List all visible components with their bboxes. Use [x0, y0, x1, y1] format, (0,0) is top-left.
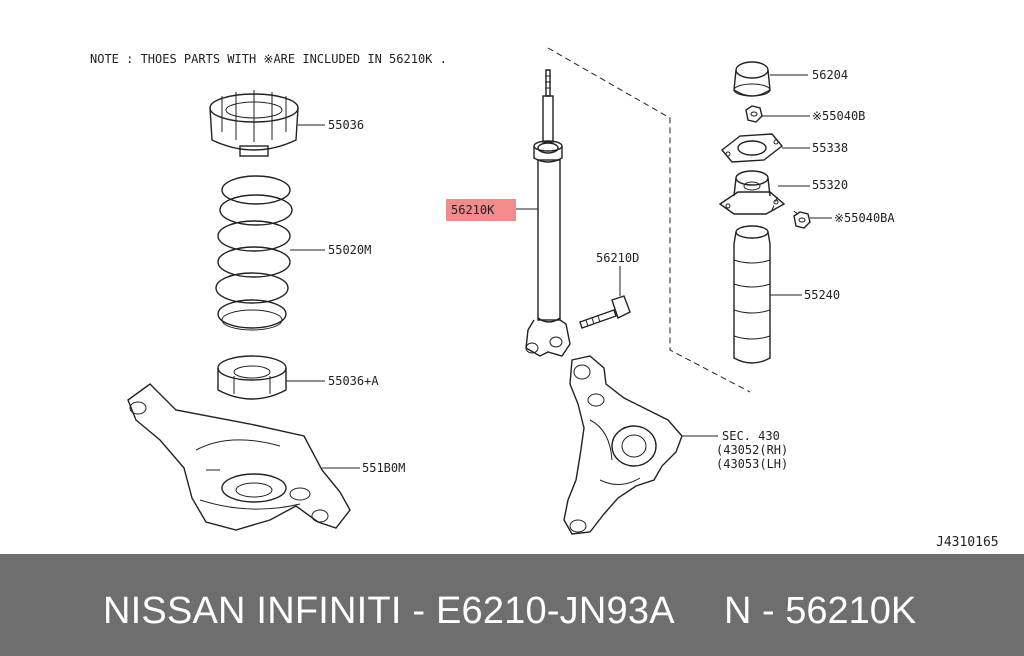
label-55036a: 55036+A	[328, 374, 379, 388]
label-551b0m: 551B0M	[362, 461, 405, 475]
footer-title: NISSAN INFINITI - E6210-JN93A	[103, 590, 675, 632]
knuckle[interactable]	[563, 355, 683, 535]
label-55338: 55338	[812, 141, 848, 155]
label-43052rh: (43052(RH)	[716, 443, 788, 457]
dust-boot[interactable]	[733, 225, 771, 364]
label-56210k: 56210K	[451, 203, 495, 217]
note-text: NOTE : THOES PARTS WITH ※ARE INCLUDED IN…	[90, 52, 447, 66]
spring-seat-lower[interactable]	[217, 355, 287, 400]
nut-55040b[interactable]	[745, 105, 763, 123]
shock-absorber[interactable]	[525, 69, 571, 357]
coil-spring[interactable]	[215, 175, 293, 331]
strut-mount[interactable]	[718, 170, 786, 215]
label-43053lh: (43053(LH)	[716, 457, 788, 471]
label-56204: 56204	[812, 68, 848, 82]
footer-bar: NISSAN INFINITI - E6210-JN93A N - 56210K	[0, 554, 1024, 656]
parts-diagram: NOTE : THOES PARTS WITH ※ARE INCLUDED IN…	[90, 47, 999, 550]
spring-seat-upper[interactable]	[209, 90, 299, 157]
mount-plate[interactable]	[720, 133, 784, 163]
label-55040b: ※55040B	[812, 109, 865, 123]
lower-arm[interactable]	[127, 383, 351, 531]
drawing-code: J4310165	[936, 535, 999, 550]
nut-55040ba[interactable]	[793, 211, 811, 229]
bolt-56210d[interactable]	[579, 295, 631, 329]
footer-part-number: N - 56210K	[724, 590, 917, 632]
bump-cap[interactable]	[733, 61, 771, 97]
label-55020m: 55020M	[328, 243, 371, 257]
label-55320: 55320	[812, 178, 848, 192]
label-55036: 55036	[328, 118, 364, 132]
highlight-56210k	[446, 199, 516, 221]
label-55240: 55240	[804, 288, 840, 302]
label-55040ba: ※55040BA	[834, 211, 895, 225]
label-56210d: 56210D	[596, 251, 639, 265]
label-sec430: SEC. 430	[722, 429, 780, 443]
